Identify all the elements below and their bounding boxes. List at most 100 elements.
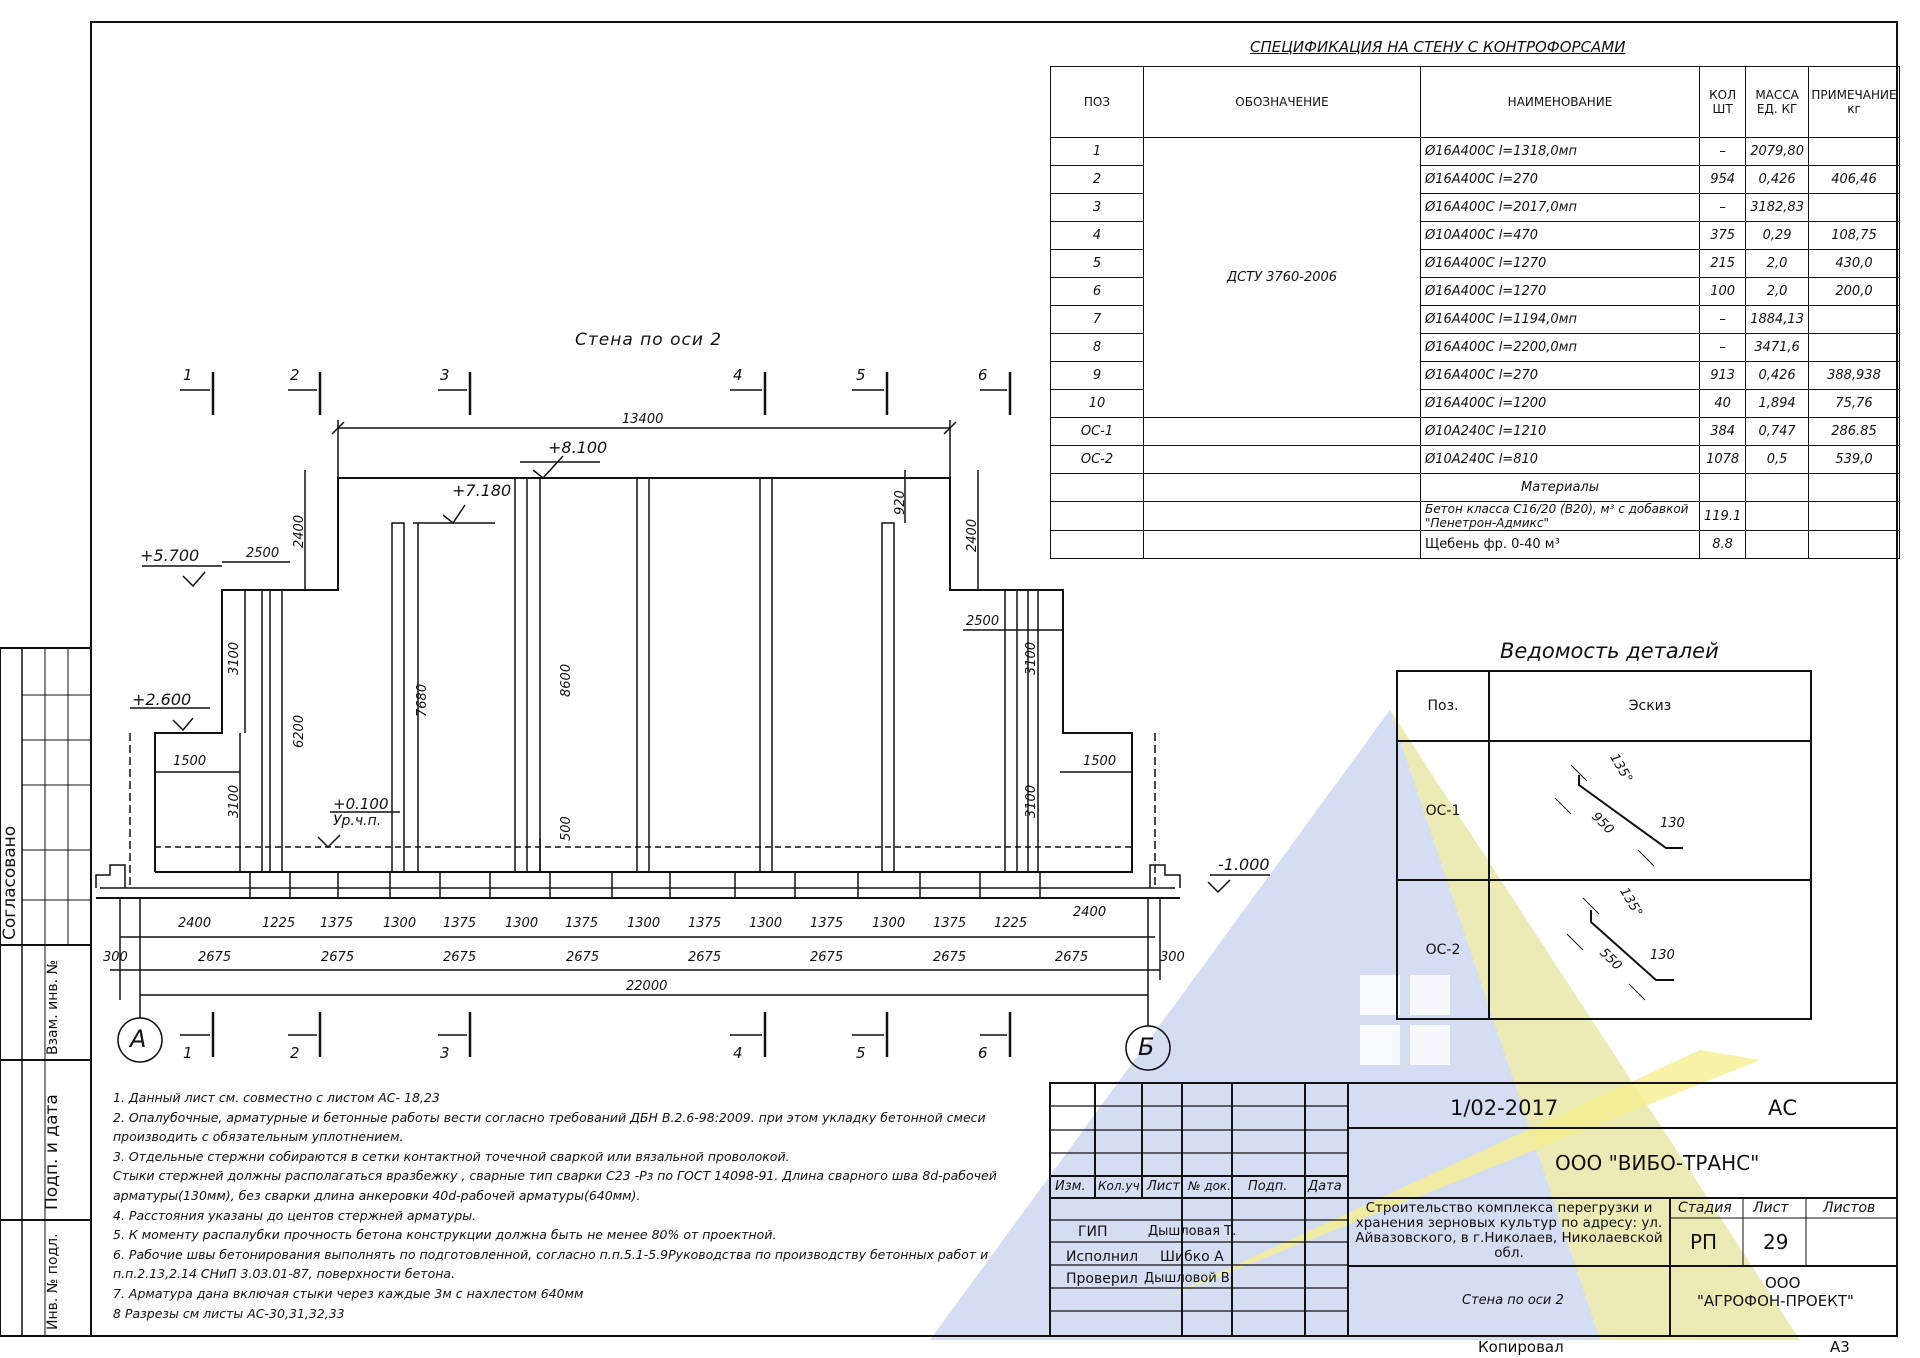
level-8100: +8.100	[548, 438, 608, 457]
stamp-col-date: Дата	[1308, 1179, 1342, 1194]
hook-os1: 130	[1660, 816, 1685, 831]
details-pos-os2: ОС-2	[1396, 879, 1490, 1020]
dim-r2-7: 2675	[933, 950, 967, 965]
spec-name: Ø16А400С l=2017,0мп	[1420, 193, 1700, 222]
section-mark-3: 3	[440, 366, 450, 384]
level-0100: +0.100	[333, 795, 389, 813]
stamp-sheet-name: Стена по оси 2	[1462, 1293, 1564, 1308]
dim-r1-9: 1300	[749, 916, 783, 931]
spec-qty: 954	[1698, 165, 1747, 194]
note-line: 6. Рабочие швы бетонирования выполнять п…	[113, 1246, 989, 1262]
spec-mass: 0,5	[1745, 445, 1809, 474]
section-mark-2b: 2	[290, 1044, 300, 1062]
spec-name: Ø10А240С l=1210	[1420, 417, 1700, 446]
spec-empty	[1807, 530, 1900, 559]
level-5700: +5.700	[140, 546, 200, 565]
spec-col-mass: МАССА ЕД. КГ	[1745, 66, 1809, 138]
dim-r2-0: 300	[103, 950, 128, 965]
spec-note: 200,0	[1807, 277, 1900, 306]
spec-note	[1807, 305, 1900, 334]
level-minus1000: -1.000	[1218, 855, 1270, 874]
spec-name: Ø16А400С l=1270	[1420, 277, 1700, 306]
details-col-pos: Поз.	[1396, 670, 1490, 742]
spec-pos: 9	[1050, 361, 1144, 390]
stamp-col-doc: № док.	[1188, 1179, 1231, 1193]
note-line: 5. К моменту распалубки прочность бетона…	[113, 1227, 777, 1243]
details-row-os1: ОС-1 135° 950 130	[1396, 740, 1812, 881]
axis-a: А	[130, 1025, 147, 1053]
spec-note: 75,76	[1807, 389, 1900, 418]
dim-r2-9: 300	[1160, 950, 1185, 965]
general-notes: 1. Данный лист см. совместно с листом АС…	[113, 1088, 997, 1323]
details-title: Ведомость деталей	[1500, 639, 1719, 663]
spec-note: 406,46	[1807, 165, 1900, 194]
note-line: п.п.2.13,2.14 СНиП 3.03.01-87, поверхнос…	[113, 1266, 456, 1282]
stamp-role-check: Проверил	[1066, 1271, 1138, 1287]
level-2600: +2.600	[132, 690, 192, 709]
stamp-section: АС	[1768, 1096, 1798, 1120]
details-sketch-os2: 135° 550 130	[1488, 879, 1812, 1020]
spec-qty: 100	[1698, 277, 1747, 306]
spec-designation-empty	[1143, 417, 1421, 446]
section-mark-5: 5	[856, 366, 866, 384]
note-line: 2. Опалубочные, арматурные и бетонные ра…	[113, 1109, 986, 1125]
spec-name: Ø10А240С l=810	[1420, 445, 1700, 474]
stamp-role-exec: Исполнил	[1066, 1249, 1139, 1265]
section-mark-1b: 1	[183, 1044, 193, 1062]
drawing-title: Стена по оси 2	[575, 330, 723, 350]
spec-pos: 7	[1050, 305, 1144, 334]
spec-designation: ДСТУ 3760-2006	[1143, 137, 1421, 418]
spec-qty: 384	[1698, 417, 1747, 446]
stamp-format: А3	[1830, 1338, 1850, 1356]
stamp-org-line1: ООО	[1765, 1274, 1801, 1292]
spec-note: 388,938	[1807, 361, 1900, 390]
note-line: 4. Расстояния указаны до центов стержней…	[113, 1207, 477, 1223]
spec-mass: 0,29	[1745, 221, 1809, 250]
spec-name: Ø16А400С l=1200	[1420, 389, 1700, 418]
note-line: 7. Арматура дана включая стыки через каж…	[113, 1285, 584, 1301]
section-mark-6b: 6	[978, 1044, 988, 1062]
stamp-col-list: Лист	[1147, 1179, 1180, 1194]
spec-row: Бетон класса С16/20 (В20), м³ с добавкой…	[1050, 501, 1900, 531]
spec-row: Материалы	[1050, 473, 1900, 502]
stamp-sheets-label: Листов	[1823, 1200, 1876, 1216]
spec-mass: 1884,13	[1745, 305, 1809, 334]
dim-r1-1: 1225	[262, 916, 296, 931]
spec-col-pos: ПОЗ	[1050, 66, 1144, 138]
spec-gravel: Щебень фр. 0-40 м³	[1420, 530, 1700, 559]
details-table: Поз. Эскиз ОС-1 135° 950 130 ОС-2	[1396, 670, 1812, 1020]
spec-qty: 375	[1698, 221, 1747, 250]
spec-gravel-qty: 8.8	[1698, 530, 1747, 559]
stamp-name-check: Дышловой В	[1144, 1271, 1230, 1286]
stamp-sheet-label: Лист	[1753, 1200, 1789, 1216]
spec-header-row: ПОЗ ОБОЗНАЧЕНИЕ НАИМЕНОВАНИЕ КОЛ ШТ МАСС…	[1050, 66, 1900, 138]
spec-pos: ОС-2	[1050, 445, 1144, 474]
dim-r2-6: 2675	[810, 950, 844, 965]
dim-r2-3: 2675	[443, 950, 477, 965]
spec-name: Ø16А400С l=1270	[1420, 249, 1700, 278]
spec-col-note: ПРИМЕЧАНИЕ кг	[1807, 66, 1900, 138]
dim-1500-left: 1500	[173, 754, 207, 769]
dim-r2-5: 2675	[688, 950, 722, 965]
spec-empty	[1698, 473, 1747, 502]
section-mark-6: 6	[978, 366, 988, 384]
dim-r1-11: 1300	[872, 916, 906, 931]
dim-r2-8: 2675	[1055, 950, 1089, 965]
note-line: 8 Разрезы см листы АС-30,31,32,33	[113, 1305, 345, 1321]
spec-pos: 2	[1050, 165, 1144, 194]
stamp-name-exec: Шибко А	[1160, 1249, 1224, 1265]
details-row-os2: ОС-2 135° 550 130	[1396, 879, 1812, 1020]
dim-13400: 13400	[622, 412, 664, 427]
spec-empty	[1143, 501, 1421, 531]
axis-b: Б	[1138, 1033, 1155, 1061]
details-sketch-os1: 135° 950 130	[1488, 740, 1812, 881]
spec-col-designation: ОБОЗНАЧЕНИЕ	[1143, 66, 1421, 138]
section-mark-4: 4	[733, 366, 743, 384]
